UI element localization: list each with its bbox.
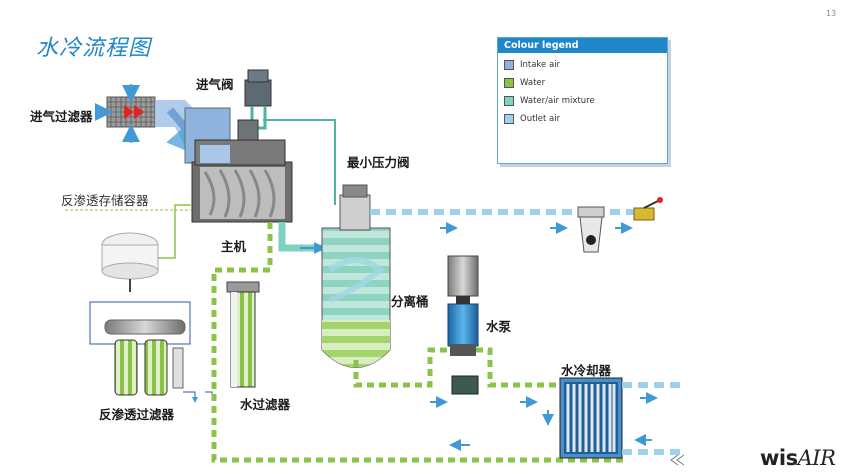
ball-valve	[633, 197, 663, 221]
legend-item-mixture: Water/air mixture	[504, 96, 595, 106]
legend-title: Colour legend	[498, 38, 667, 53]
ro-tank	[101, 232, 159, 292]
label-intake-filter: 进气过滤器	[30, 109, 93, 124]
swatch-mixture	[504, 96, 514, 106]
label-separator: 分离桶	[391, 294, 429, 309]
label-ro-filter: 反渗透过滤器	[99, 407, 175, 422]
main-unit	[191, 139, 293, 223]
swatch-intake-air	[504, 60, 514, 70]
label-water-cooler: 水冷却器	[561, 363, 612, 378]
legend-label: Water	[520, 78, 546, 88]
colour-legend: Colour legend Intake air Water Water/air…	[497, 37, 668, 164]
legend-item-water: Water	[504, 78, 545, 88]
water-supply-pipe	[353, 347, 625, 388]
label-water-pump: 水泵	[486, 319, 512, 334]
label-intake-valve: 进气阀	[196, 77, 234, 92]
ro-filter	[89, 301, 191, 396]
intake-filter	[95, 84, 156, 143]
rewind-icon[interactable]	[670, 454, 685, 466]
brand-main: wis	[760, 446, 798, 470]
legend-label: Intake air	[520, 60, 561, 70]
water-pump	[447, 255, 479, 356]
page-number: 13	[826, 9, 837, 18]
water-cooler	[559, 377, 623, 459]
label-water-filter: 水过滤器	[240, 397, 291, 412]
swatch-water	[504, 78, 514, 88]
label-main-unit: 主机	[221, 239, 247, 254]
brand-logo: wisAIR	[760, 446, 836, 470]
legend-item-intake-air: Intake air	[504, 60, 560, 70]
check-valve	[451, 375, 479, 395]
water-filter	[226, 281, 260, 388]
brand-suffix: AIR	[797, 446, 836, 470]
separator-tank	[321, 184, 391, 368]
legend-label: Water/air mixture	[520, 96, 595, 106]
legend-item-outlet-air: Outlet air	[504, 114, 560, 124]
swatch-outlet-air	[504, 114, 514, 124]
label-min-pressure-valve: 最小压力阀	[347, 155, 410, 170]
page-title: 水冷流程图	[36, 36, 152, 61]
label-ro-tank: 反渗透存储容器	[61, 193, 149, 208]
outlet-filter	[577, 206, 605, 253]
legend-label: Outlet air	[520, 114, 561, 124]
